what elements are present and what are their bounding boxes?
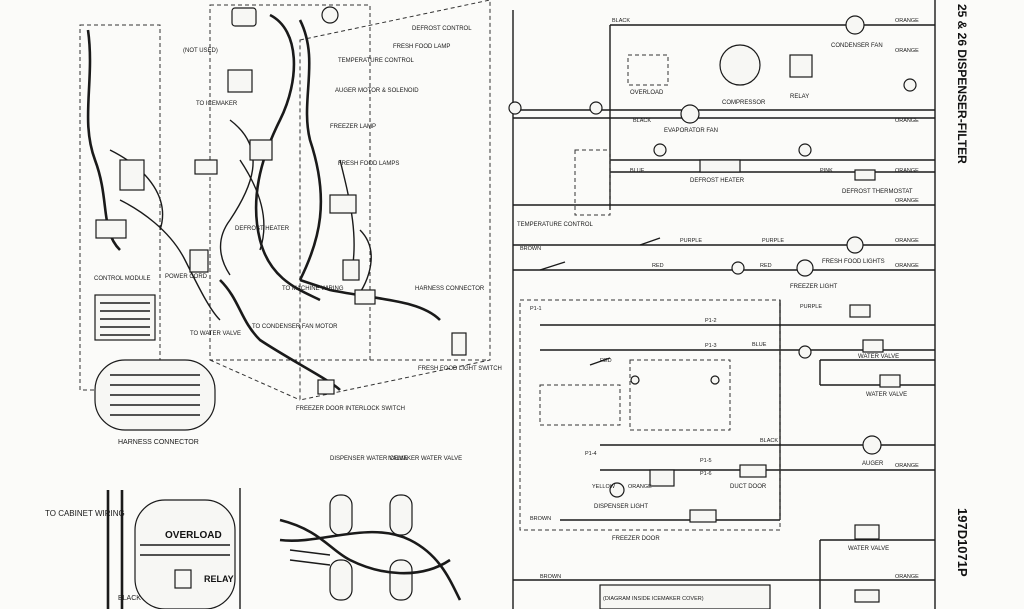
wire-orange-7: ORANGE: [895, 263, 919, 269]
wire-orange-6: ORANGE: [895, 238, 919, 244]
title-block: 25 & 26 DISPENSER-FILTER 197D1071P: [955, 4, 970, 577]
pin-p1-4: P1-4: [585, 451, 597, 457]
document-number: 197D1071P: [955, 508, 970, 577]
schematic-diagram: CONDENSER FAN OVERLOAD COMPRESSOR RELAY …: [508, 0, 936, 609]
pin-p1-1: P1-1: [530, 306, 542, 312]
wire-orange-4: ORANGE: [895, 168, 919, 174]
label-auger: AUGER: [862, 461, 884, 467]
label-relay: RELAY: [204, 574, 234, 584]
wire-purple-2: PURPLE: [762, 238, 784, 244]
label-fresh-food-lights: FRESH FOOD LIGHTS: [822, 259, 885, 265]
wire-red-1: RED: [652, 263, 664, 269]
wire-yellow: YELLOW: [592, 484, 616, 490]
label-dispenser-light: DISPENSER LIGHT: [594, 504, 648, 510]
label-defrost-heater: DEFROST HEATER: [235, 226, 290, 232]
label-black: BLACK: [118, 595, 141, 602]
label-harness-connector-bottom: HARNESS CONNECTOR: [118, 439, 199, 446]
label-power-cord: POWER CORD: [165, 274, 208, 280]
pictorial-diagram: (NOT USED) FRESH FOOD LAMP DEFROST CONTR…: [79, 0, 502, 446]
label-overload: OVERLOAD: [165, 530, 222, 541]
wire-black-2: BLACK: [633, 118, 651, 124]
label-freezer-door-box: FREEZER DOOR: [612, 536, 660, 542]
wire-pink: PINK: [820, 168, 833, 174]
label-defrost-thermostat: DEFROST THERMOSTAT: [842, 189, 913, 195]
wire-red-3: RED: [600, 358, 612, 364]
label-water-valve-1: WATER VALVE: [858, 354, 899, 360]
label-freezer-door-interlock-switch: FREEZER DOOR INTERLOCK SWITCH: [296, 406, 405, 412]
label-defrost-control: DEFROST CONTROL: [412, 26, 472, 32]
wire-orange-10: ORANGE: [895, 574, 919, 580]
wire-black-1: BLACK: [612, 18, 630, 24]
compressor-detail: TO CABINET WIRING OVERLOAD RELAY BLACK: [45, 488, 241, 609]
label-to-water-valve: TO WATER VALVE: [190, 331, 241, 337]
label-defrost-heater-schematic: DEFROST HEATER: [690, 178, 745, 184]
label-to-condenser-fan-motor: TO CONDENSER FAN MOTOR: [252, 324, 338, 330]
wire-brown-1: BROWN: [520, 246, 541, 252]
label-to-machine-wiring: TO MACHINE WIRING: [282, 286, 344, 292]
label-water-valve-3: WATER VALVE: [848, 546, 889, 552]
wire-orange-9: ORANGE: [628, 484, 652, 490]
side-title: 25 & 26 DISPENSER-FILTER: [955, 4, 969, 164]
wire-blue-2: BLUE: [752, 342, 767, 348]
pin-p1-2: P1-2: [705, 318, 717, 324]
label-icemaker-water-valve: ICEMAKER WATER VALVE: [388, 456, 462, 462]
label-water-valve-2: WATER VALVE: [866, 392, 907, 398]
label-control-module: CONTROL MODULE: [94, 276, 150, 282]
label-ice-maker-cover: (DIAGRAM INSIDE ICEMAKER COVER): [603, 596, 704, 602]
label-relay-schematic: RELAY: [790, 94, 809, 100]
pin-p1-6: P1-6: [700, 471, 712, 477]
label-harness-connector: HARNESS CONNECTOR: [415, 286, 485, 292]
wire-purple-1: PURPLE: [680, 238, 702, 244]
wire-purple-3: PURPLE: [800, 304, 822, 310]
wire-brown-2: BROWN: [530, 516, 551, 522]
label-evaporator-fan: EVAPORATOR FAN: [664, 128, 718, 134]
label-temperature-control-schematic: TEMPERATURE CONTROL: [517, 222, 594, 228]
label-compressor: COMPRESSOR: [722, 100, 766, 106]
label-freezer-lamp: FREEZER LAMP: [330, 124, 376, 130]
label-fresh-food-lamps: FRESH FOOD LAMPS: [338, 161, 399, 167]
label-condenser-fan: CONDENSER FAN: [831, 43, 883, 49]
label-dispenser-water-valve: DISPENSER WATER VALVE: [330, 456, 407, 462]
label-to-cabinet-wiring: TO CABINET WIRING: [45, 509, 125, 518]
wire-red-2: RED: [760, 263, 772, 269]
water-valves-detail: DISPENSER WATER VALVE ICEMAKER WATER VAL…: [279, 456, 462, 601]
label-freezer-light: FREEZER LIGHT: [790, 284, 838, 290]
label-auger-motor: AUGER MOTOR & SOLENOID: [335, 88, 419, 94]
wire-orange-5: ORANGE: [895, 198, 919, 204]
label-overload-schematic: OVERLOAD: [630, 90, 664, 96]
wire-black-3: BLACK: [760, 438, 778, 444]
label-fresh-food-light-switch: FRESH FOOD LIGHT SWITCH: [418, 366, 502, 372]
label-temperature-control: TEMPERATURE CONTROL: [338, 58, 415, 64]
label-fresh-food-lamp: FRESH FOOD LAMP: [393, 44, 450, 50]
pin-p1-3: P1-3: [705, 343, 717, 349]
wire-orange-3: ORANGE: [895, 118, 919, 124]
wire-orange-2: ORANGE: [895, 48, 919, 54]
wire-brown-3: BROWN: [540, 574, 561, 580]
wire-blue-1: BLUE: [630, 168, 645, 174]
label-duct-door: DUCT DOOR: [730, 484, 767, 490]
pin-p1-5: P1-5: [700, 458, 712, 464]
wire-orange-8: ORANGE: [895, 463, 919, 469]
label-not-used: (NOT USED): [183, 48, 218, 54]
wire-orange-1: ORANGE: [895, 18, 919, 24]
label-to-icemaker: TO ICEMAKER: [196, 101, 238, 107]
